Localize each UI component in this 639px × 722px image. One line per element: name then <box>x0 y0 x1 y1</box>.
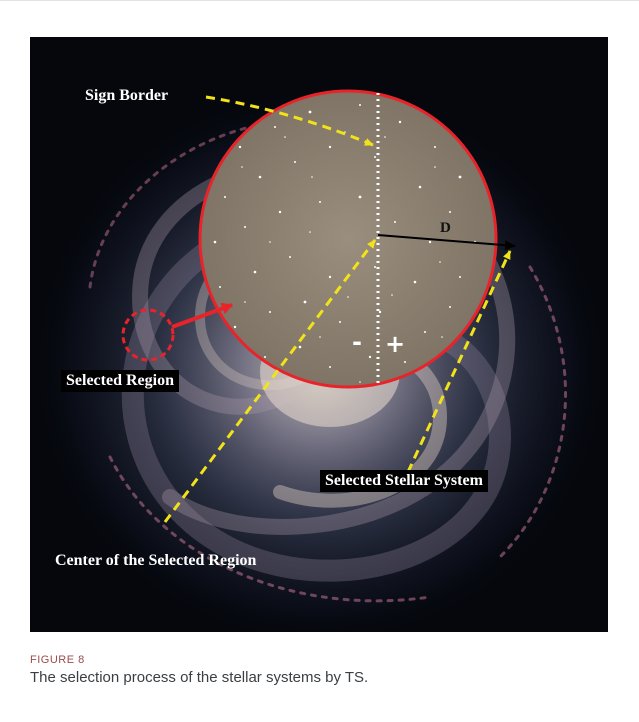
center-of-selected-region-label: Center of the Selected Region <box>55 552 257 569</box>
selected-region-arrow <box>171 302 233 329</box>
figure-number: FIGURE 8 <box>30 654 85 666</box>
selected-region-label: Selected Region <box>61 370 179 392</box>
galaxy-diagram <box>30 87 608 632</box>
top-rule <box>0 0 639 1</box>
label-arrows <box>163 95 512 523</box>
minus-sign: - <box>352 328 362 356</box>
figure-image: Sign Border Selected Region Selected Ste… <box>30 37 608 632</box>
plus-sign: + <box>385 330 406 358</box>
figure-caption: The selection process of the stellar sys… <box>30 669 369 686</box>
stellar-system-arrow <box>406 250 512 473</box>
inset-circle <box>198 89 498 389</box>
sign-border-label: Sign Border <box>85 87 169 104</box>
selected-stellar-system-label: Selected Stellar System <box>320 470 488 492</box>
center-arrow <box>163 239 377 523</box>
distance-arrow <box>377 234 516 251</box>
selected-region-circle <box>121 308 175 362</box>
inset-stars <box>213 104 477 383</box>
sign-border-arrow <box>205 95 374 147</box>
distance-label: D <box>440 220 451 236</box>
